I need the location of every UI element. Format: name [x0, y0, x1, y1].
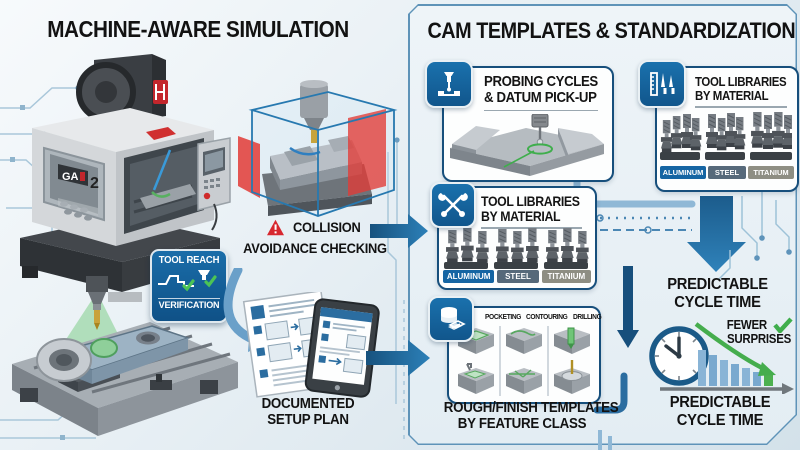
probing-illustration	[450, 114, 604, 176]
collision-zone-left	[238, 136, 260, 198]
tool-reach-icon	[158, 270, 217, 292]
table-part-illustration	[12, 276, 238, 436]
templates-database-icon	[428, 296, 474, 342]
sim-toolpath-line	[152, 149, 172, 191]
tool-bits-mid	[444, 228, 590, 269]
outcome-bottom-label: PREDICTABLE CYCLE TIME	[669, 394, 771, 429]
collision-zone-right	[348, 109, 386, 196]
probing-panel: PROBING CYCLES & DATUM PICK-UP	[442, 66, 614, 182]
setup-tablet	[304, 298, 380, 398]
left-title: MACHINE-AWARE SIMULATION	[47, 16, 349, 42]
check-icon	[182, 279, 195, 292]
tool-library-top-panel: TOOL LIBRARIES BY MATERIAL	[655, 66, 799, 192]
probing-icon	[425, 60, 473, 108]
datum-target	[527, 143, 553, 155]
check-icon	[773, 317, 793, 333]
control-pendant	[197, 137, 231, 231]
tool-bits-top	[660, 111, 792, 160]
material-chip: ALUMINUM	[660, 166, 706, 179]
feature-header: CONTOURING	[526, 312, 568, 321]
arrow-setup-to-templates	[366, 340, 430, 376]
material-chip: TITANIUM	[541, 270, 592, 283]
templates-illustrations	[458, 326, 590, 396]
check-icon	[204, 275, 217, 288]
collision-sim-box	[238, 80, 398, 217]
collision-avoidance-label: COLLISION AVOIDANCE CHECKING	[243, 218, 387, 256]
material-chip: TITANIUM	[748, 166, 794, 179]
templates-caption: ROUGH/FINISH TEMPLATES BY FEATURE CLASS	[443, 400, 619, 433]
tool-reach-badge: TOOL REACH VERIFICATION	[150, 249, 228, 323]
tool-library-top-icon	[638, 60, 686, 108]
material-chip: STEEL	[497, 270, 539, 283]
machine-model-number: 2	[90, 175, 99, 192]
big-down-arrow	[687, 196, 746, 272]
material-chip: ALUMINUM	[443, 270, 495, 283]
outcome-top-label: PREDICTABLE CYCLE TIME	[667, 276, 768, 311]
cycle-time-illustration	[649, 322, 794, 394]
setup-docs-illustration	[242, 292, 380, 398]
arrow-collision-to-cam	[370, 214, 428, 248]
machined-feature-green	[90, 338, 118, 358]
right-title: CAM TEMPLATES & STANDARDIZATION	[427, 18, 796, 43]
downtrend-arrow	[694, 322, 768, 373]
feature-header: DRILLING	[573, 312, 602, 321]
cnc-machine-illustration: GA 2	[20, 54, 231, 302]
feature-header: POCKETING	[485, 312, 522, 321]
setup-plan-label: DOCUMENTED SETUP PLAN	[261, 396, 355, 429]
tool-library-mid-icon	[430, 182, 476, 228]
material-chip: STEEL	[708, 166, 746, 179]
fewer-surprises-label: FEWER SURPRISES	[726, 317, 793, 346]
warning-icon	[267, 219, 285, 236]
machine-model-label: GA	[62, 171, 79, 183]
declining-bars	[698, 350, 773, 386]
